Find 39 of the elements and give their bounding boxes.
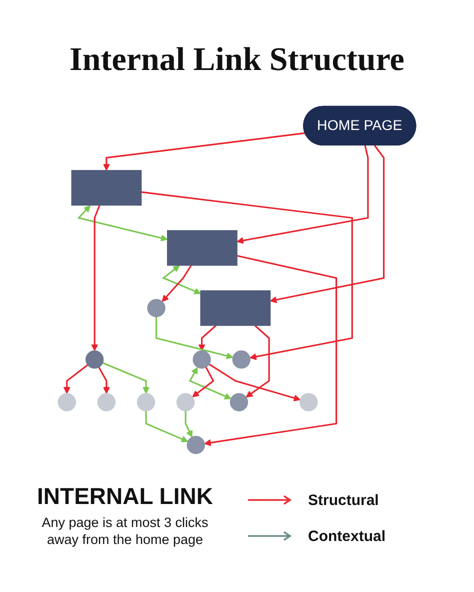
arrow — [162, 264, 192, 302]
arrow — [141, 191, 353, 360]
arrow — [208, 364, 301, 402]
node-circle — [58, 393, 76, 412]
node-circle — [232, 350, 250, 369]
node-circle — [230, 393, 248, 412]
node-circle — [136, 393, 156, 412]
heading: INTERNAL LINK — [37, 482, 213, 510]
node-box — [167, 230, 238, 266]
arrow — [63, 364, 88, 394]
arrow — [246, 324, 270, 398]
arrow — [270, 145, 385, 304]
arrow — [145, 410, 188, 442]
legend-label: Structural — [308, 492, 379, 508]
arrow — [156, 316, 234, 360]
arrow — [236, 145, 369, 244]
node-circle — [97, 393, 116, 412]
arrow — [102, 362, 150, 394]
arrow — [77, 205, 168, 242]
title: Internal Link Structure — [70, 41, 404, 80]
node-circle — [300, 393, 318, 412]
arrow — [198, 324, 216, 352]
arrow — [184, 410, 193, 438]
legend-label: Contextual — [308, 528, 386, 544]
node-circle — [192, 350, 211, 369]
node-circle — [186, 436, 205, 454]
arrow — [162, 265, 201, 294]
note-text: Any page is at most 3 clicks away from the home page — [40, 514, 210, 548]
arrow — [188, 367, 232, 400]
arrow — [91, 204, 100, 352]
arrow — [192, 366, 214, 398]
arrow — [98, 366, 110, 394]
arrow — [204, 254, 338, 446]
node-box — [200, 290, 271, 326]
node-box — [71, 170, 142, 206]
node-circle — [86, 350, 104, 369]
node-circle — [147, 299, 166, 318]
node-circle — [176, 393, 195, 412]
arrow — [102, 132, 306, 171]
